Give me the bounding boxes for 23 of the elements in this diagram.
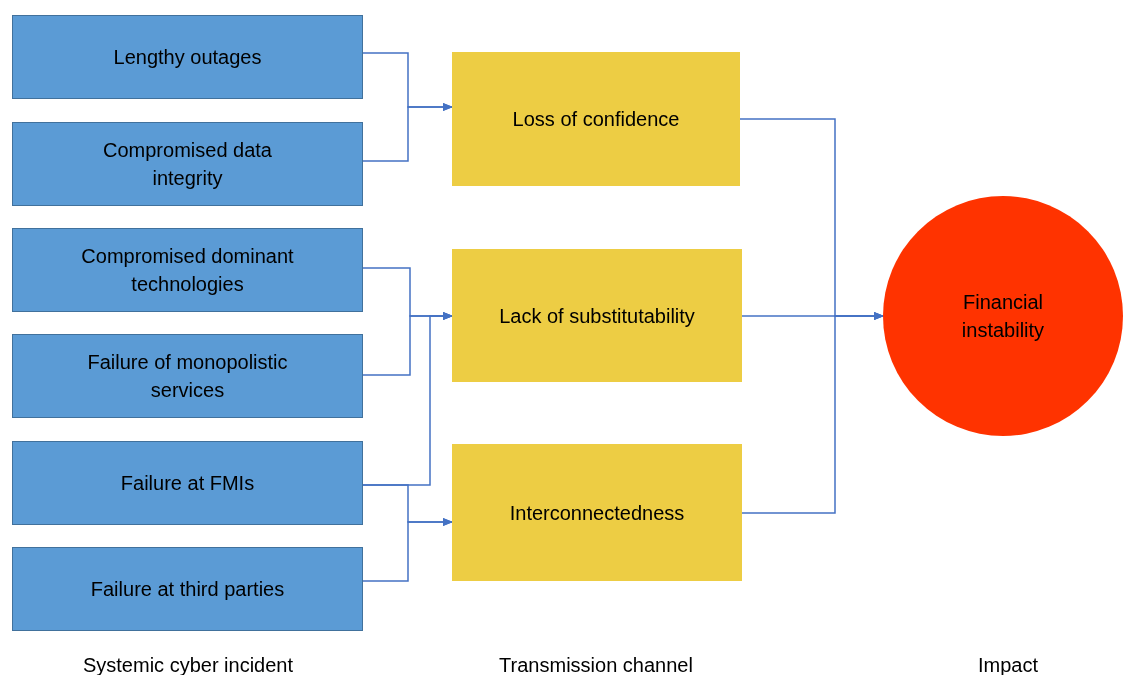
connector-arrow bbox=[362, 103, 453, 162]
incident-box bbox=[12, 441, 363, 525]
channel-box bbox=[452, 52, 740, 186]
channel-box bbox=[452, 249, 742, 382]
node-text: Failure at FMIs bbox=[120, 471, 255, 496]
node-text: Compromised dominant technologies bbox=[80, 244, 295, 297]
node-text: Lengthy outages bbox=[113, 45, 262, 70]
incident-box bbox=[12, 547, 363, 631]
node-text: Compromised data integrity bbox=[102, 138, 273, 191]
node-text: Financial instability bbox=[960, 290, 1046, 343]
connector-arrow bbox=[362, 518, 453, 582]
incident-box bbox=[12, 122, 363, 206]
incident-box bbox=[12, 15, 363, 99]
incident-box bbox=[12, 334, 363, 418]
node-text: Interconnectedness bbox=[509, 500, 685, 526]
node-text: Lack of substitutability bbox=[499, 303, 695, 329]
node-text: Failure of monopolistic services bbox=[86, 350, 289, 403]
node-text: Failure at third parties bbox=[90, 577, 285, 602]
connector-arrow bbox=[741, 312, 884, 514]
channel-box bbox=[452, 444, 742, 581]
column-heading: Transmission channel bbox=[499, 653, 693, 675]
incident-box bbox=[12, 228, 363, 312]
node-text: Loss of confidence bbox=[512, 107, 680, 132]
